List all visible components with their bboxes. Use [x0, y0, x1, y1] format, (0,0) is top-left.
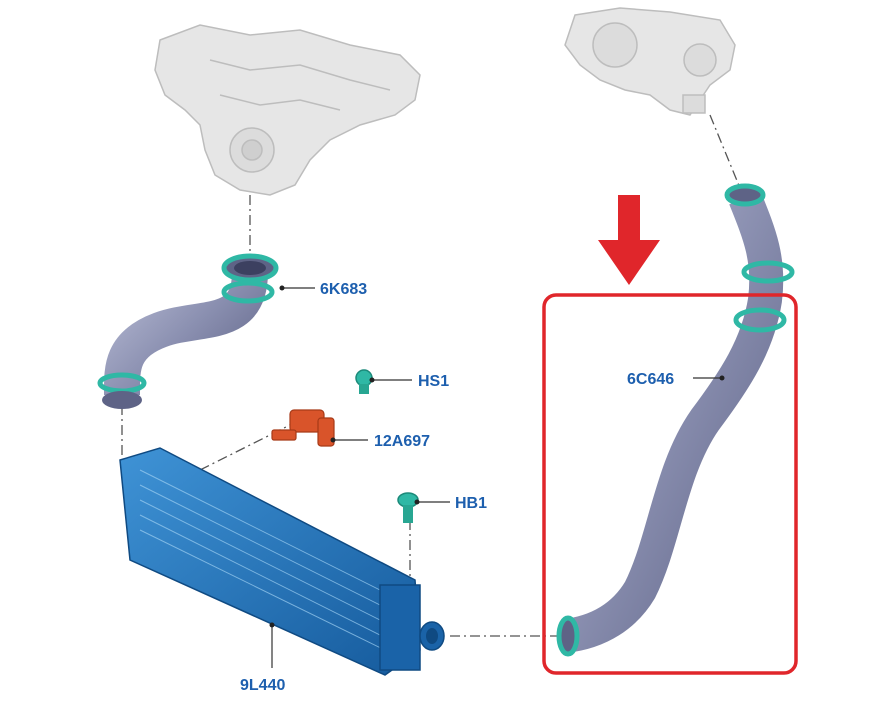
- down-arrow-icon: [598, 195, 660, 285]
- turbocharger-ghost: [564, 7, 736, 116]
- bolt-hb1: [397, 492, 419, 523]
- label-6k683: 6K683: [320, 281, 367, 298]
- label-leaders: [271, 287, 722, 668]
- bolt-hs1: [355, 369, 373, 394]
- label-hs1: HS1: [418, 373, 449, 390]
- hose-6k683: [97, 253, 279, 409]
- label-12a697: 12A697: [374, 433, 430, 450]
- highlight-box: [542, 293, 798, 675]
- label-hb1: HB1: [455, 495, 487, 512]
- label-9l440: 9L440: [240, 677, 285, 694]
- exhaust-manifold-ghost: [154, 24, 421, 196]
- label-dots: [269, 285, 725, 628]
- intercooler-9l440: [119, 447, 445, 676]
- sensor-12a697: [271, 409, 335, 447]
- label-6c646: 6C646: [627, 371, 674, 388]
- hose-6c646: [556, 183, 795, 657]
